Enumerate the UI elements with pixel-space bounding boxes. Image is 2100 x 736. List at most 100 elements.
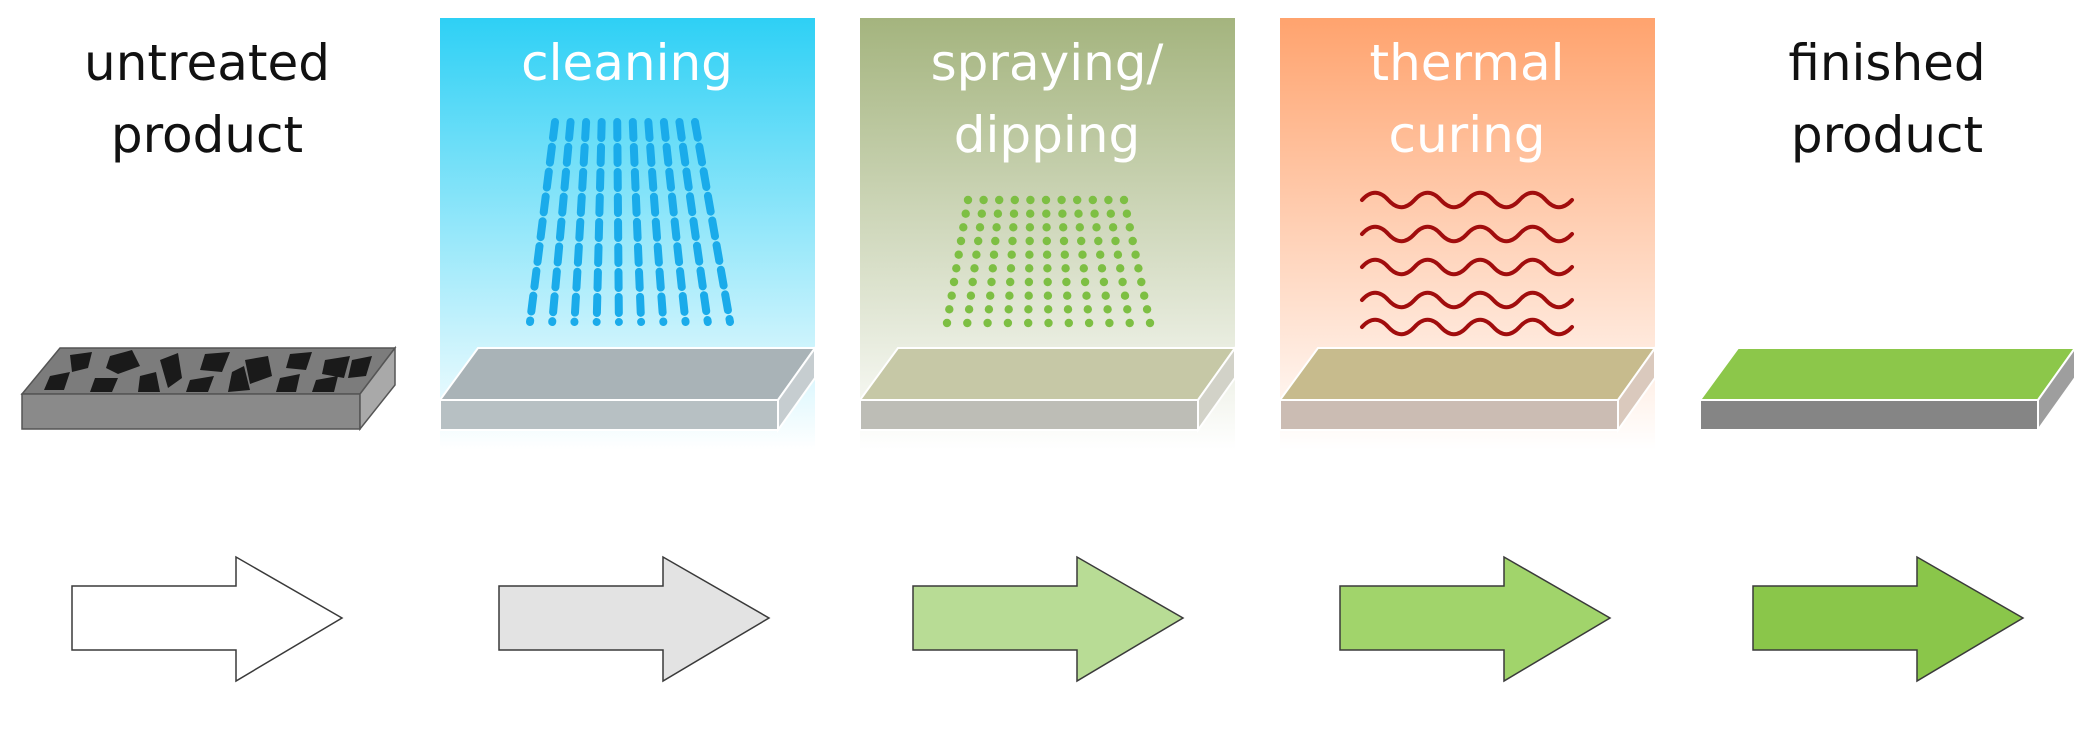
spray-dot bbox=[1010, 195, 1019, 205]
spray-dot bbox=[1042, 223, 1051, 232]
spray-dot bbox=[1006, 264, 1016, 273]
spray-dot bbox=[1007, 250, 1016, 259]
spray-dot bbox=[1003, 318, 1013, 328]
spray-dot bbox=[1123, 305, 1132, 314]
spray-dot bbox=[1090, 209, 1099, 218]
spray-dot bbox=[1125, 223, 1135, 232]
spray-dot bbox=[1099, 277, 1109, 287]
spray-dot bbox=[959, 223, 968, 232]
spray-dot bbox=[1092, 223, 1101, 232]
rough-surface-texture bbox=[44, 350, 372, 392]
spray-dot bbox=[1134, 264, 1143, 273]
spray-dot bbox=[1116, 264, 1125, 273]
spray-dot bbox=[1131, 250, 1140, 259]
process-arrow bbox=[498, 555, 771, 683]
spray-dot bbox=[1083, 305, 1093, 314]
spray-dot bbox=[966, 291, 976, 300]
spray-dot bbox=[1078, 250, 1087, 259]
spray-dot bbox=[1044, 305, 1053, 314]
spray-dot bbox=[972, 250, 981, 259]
process-arrow bbox=[912, 555, 1185, 683]
stage-label-line1: thermal bbox=[1370, 34, 1565, 92]
spray-dot bbox=[1080, 277, 1090, 287]
water-streak bbox=[675, 118, 712, 326]
spray-dot bbox=[1025, 250, 1034, 259]
spraying-slab bbox=[858, 344, 1237, 434]
stage-untreated-product: untreated product bbox=[20, 34, 397, 432]
spray-dot bbox=[975, 223, 985, 232]
spray-dot bbox=[1042, 209, 1051, 218]
stage-label-line1: cleaning bbox=[521, 34, 733, 92]
spray-dot bbox=[1101, 291, 1110, 300]
spray-dot bbox=[1043, 277, 1052, 287]
water-streak bbox=[592, 118, 606, 326]
spray-dot bbox=[1043, 291, 1053, 300]
spray-dot bbox=[1009, 209, 1019, 218]
spray-dot bbox=[1059, 236, 1069, 246]
heat-wave bbox=[1360, 190, 1574, 210]
spray-dot bbox=[1145, 318, 1155, 328]
spray-dot bbox=[949, 277, 959, 287]
stage-label-line1: untreated bbox=[84, 34, 330, 92]
spray-dot bbox=[1044, 318, 1053, 328]
stage-label-line2: product bbox=[111, 106, 303, 164]
spray-dot bbox=[1119, 195, 1129, 205]
water-spray-icon bbox=[526, 118, 734, 326]
heat-waves-icon bbox=[1360, 190, 1574, 337]
spray-dot bbox=[1097, 264, 1107, 273]
spray-dot bbox=[1118, 277, 1127, 287]
spray-dot bbox=[1024, 291, 1033, 300]
process-arrow bbox=[1339, 555, 1612, 683]
spray-dot bbox=[987, 277, 996, 287]
spray-dot bbox=[974, 236, 983, 246]
spray-dot bbox=[1122, 209, 1132, 218]
spray-dot bbox=[986, 291, 995, 300]
stage-cleaning: cleaning bbox=[438, 18, 817, 450]
process-arrows bbox=[71, 555, 2025, 683]
water-streak bbox=[613, 118, 623, 326]
spray-dot bbox=[1074, 209, 1083, 218]
stage-label-line1: finished bbox=[1788, 34, 1985, 92]
spray-dot bbox=[1061, 264, 1070, 273]
spray-dot bbox=[1113, 250, 1123, 259]
spray-dot bbox=[1088, 195, 1098, 205]
spray-dot bbox=[964, 305, 974, 314]
spray-dot bbox=[1063, 305, 1073, 314]
spray-dot bbox=[1024, 277, 1034, 287]
spray-dot bbox=[1084, 318, 1094, 328]
spray-dot bbox=[952, 264, 961, 273]
spray-dots-icon bbox=[942, 195, 1155, 328]
spray-dot bbox=[1142, 305, 1152, 314]
spray-dot bbox=[942, 318, 952, 328]
spray-dot bbox=[1111, 236, 1120, 246]
spray-dot bbox=[1026, 195, 1035, 205]
stage-label-line2: product bbox=[1791, 106, 1983, 164]
spray-dot bbox=[1008, 236, 1017, 246]
spray-dot bbox=[988, 264, 997, 273]
spray-dot bbox=[1082, 291, 1091, 300]
spray-dot bbox=[989, 250, 999, 259]
spray-dot bbox=[1073, 195, 1082, 205]
cleaning-slab bbox=[438, 344, 817, 434]
spray-dot bbox=[977, 209, 986, 218]
spray-dot bbox=[1042, 250, 1052, 259]
spray-dot bbox=[1105, 318, 1114, 328]
heat-wave bbox=[1360, 317, 1574, 337]
spray-dot bbox=[1079, 264, 1089, 273]
heat-wave bbox=[1360, 224, 1574, 244]
spray-dot bbox=[983, 318, 992, 328]
spray-dot bbox=[1120, 291, 1130, 300]
spray-dot bbox=[993, 209, 1003, 218]
stage-label-line2: curing bbox=[1388, 106, 1545, 164]
stage-label-line2: dipping bbox=[954, 106, 1140, 164]
spray-dot bbox=[1077, 236, 1086, 246]
spray-dot bbox=[1104, 195, 1113, 205]
spray-dot bbox=[1006, 277, 1015, 287]
spray-dot bbox=[956, 236, 966, 246]
spray-dot bbox=[1042, 236, 1052, 246]
spray-dot bbox=[963, 195, 973, 205]
spray-dot bbox=[1103, 305, 1112, 314]
water-streak bbox=[644, 118, 668, 326]
spray-dot bbox=[1043, 264, 1052, 273]
